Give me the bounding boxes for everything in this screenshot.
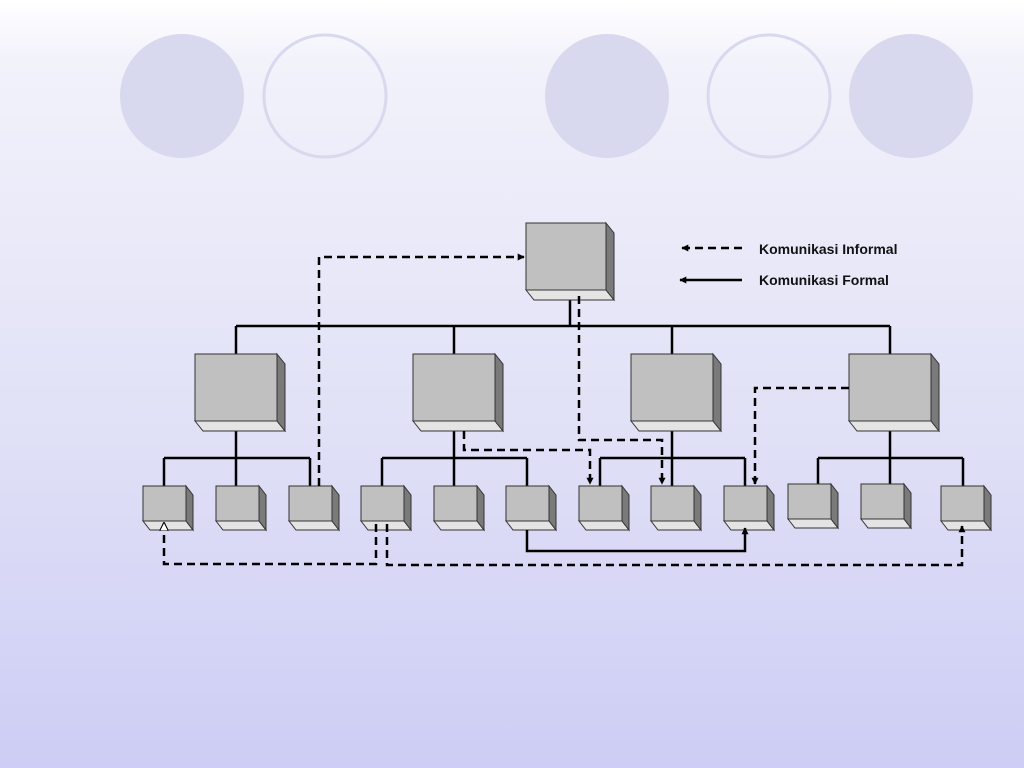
informal-line bbox=[462, 431, 594, 485]
informal-line bbox=[385, 524, 966, 567]
informal-line bbox=[577, 296, 666, 485]
legend-formal-label: Komunikasi Formal bbox=[759, 272, 889, 288]
bottom-node bbox=[504, 484, 558, 532]
top-node bbox=[524, 221, 616, 302]
bottom-node bbox=[786, 482, 840, 530]
middle-node bbox=[411, 352, 505, 433]
decor-circles bbox=[120, 33, 973, 159]
formal-connectors bbox=[162, 300, 965, 486]
bottom-node bbox=[577, 484, 631, 532]
informal-line bbox=[164, 523, 378, 566]
informal-connectors bbox=[164, 253, 966, 567]
bottom-node bbox=[141, 484, 195, 532]
decor-circle-outline bbox=[262, 33, 388, 159]
legend-informal-label: Komunikasi Informal bbox=[759, 241, 897, 257]
decor-circle-outline bbox=[706, 33, 832, 159]
bottom-node bbox=[287, 484, 341, 532]
middle-node bbox=[847, 352, 941, 433]
legend: Komunikasi Informal Komunikasi Formal bbox=[679, 241, 897, 288]
bottom-node bbox=[649, 484, 703, 532]
informal-line bbox=[751, 386, 849, 485]
bottom-node bbox=[214, 484, 268, 532]
org-boxes bbox=[141, 221, 993, 532]
decor-circle-filled bbox=[120, 34, 244, 158]
bottom-node bbox=[722, 484, 776, 532]
bottom-node bbox=[432, 484, 486, 532]
decor-circle-filled bbox=[849, 34, 973, 158]
bottom-node bbox=[859, 482, 913, 530]
formal-line bbox=[525, 527, 749, 553]
bottom-node bbox=[359, 484, 413, 532]
bottom-node bbox=[939, 484, 993, 532]
middle-node bbox=[193, 352, 287, 433]
middle-node bbox=[629, 352, 723, 433]
decor-circle-filled bbox=[545, 34, 669, 158]
informal-line bbox=[317, 253, 525, 486]
